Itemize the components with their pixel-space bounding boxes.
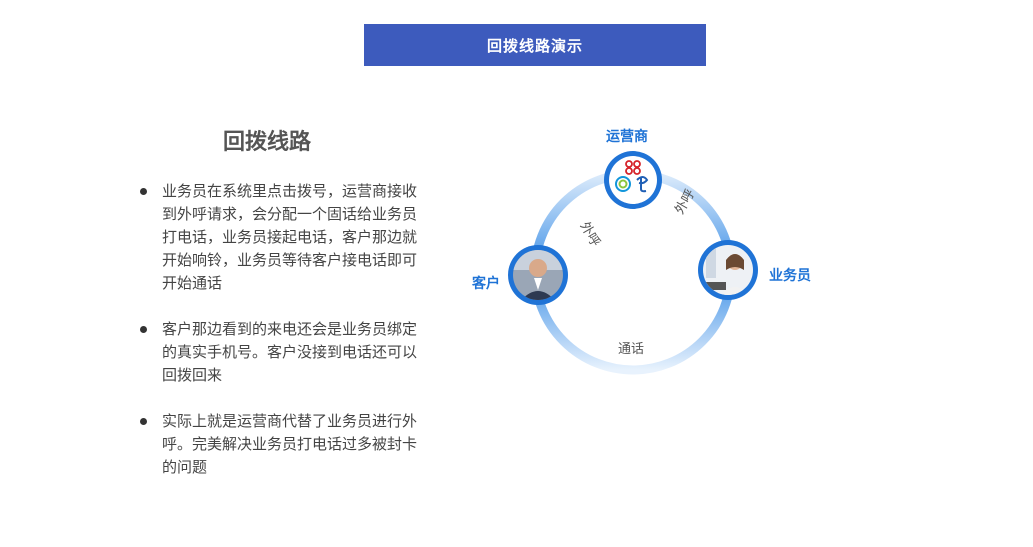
diagram-svg: 外呼 外呼 通话	[508, 151, 758, 375]
bullet-dot-icon	[140, 326, 147, 333]
customer-label: 客户	[472, 276, 500, 292]
salesperson-label: 业务员	[769, 268, 811, 284]
bullet-dot-icon	[140, 188, 147, 195]
section-heading: 回拨线路	[223, 130, 312, 155]
bullet-text: 客户那边看到的来电还会是业务员绑定的真实手机号。客户没接到电话还可以回拨回来	[162, 320, 418, 384]
edge-label-left: 外呼	[577, 220, 603, 250]
bullet-item: 业务员在系统里点击拨号，运营商接收到外呼请求，会分配一个固话给业务员打电话，业务…	[140, 180, 430, 295]
bullet-item: 客户那边看到的来电还会是业务员绑定的真实手机号。客户没接到电话还可以回拨回来	[140, 318, 430, 387]
salesperson-node	[698, 240, 758, 300]
bullet-item: 实际上就是运营商代替了业务员进行外呼。完美解决业务员打电话过多被封卡的问题	[140, 410, 430, 479]
operator-node	[604, 151, 662, 209]
operator-label: 运营商	[606, 129, 648, 145]
customer-avatar	[513, 250, 563, 300]
edge-label-bottom: 通话	[618, 342, 644, 357]
salesperson-avatar	[703, 245, 753, 295]
bullet-dot-icon	[140, 418, 147, 425]
bullet-text: 实际上就是运营商代替了业务员进行外呼。完美解决业务员打电话过多被封卡的问题	[162, 412, 418, 476]
carrier-logos-icon	[615, 160, 649, 193]
callback-diagram: 外呼 外呼 通话	[460, 110, 840, 400]
title-banner: 回拨线路演示	[364, 24, 706, 66]
customer-node	[508, 245, 568, 305]
bullet-list: 业务员在系统里点击拨号，运营商接收到外呼请求，会分配一个固话给业务员打电话，业务…	[140, 180, 430, 502]
bullet-text: 业务员在系统里点击拨号，运营商接收到外呼请求，会分配一个固话给业务员打电话，业务…	[162, 182, 418, 292]
